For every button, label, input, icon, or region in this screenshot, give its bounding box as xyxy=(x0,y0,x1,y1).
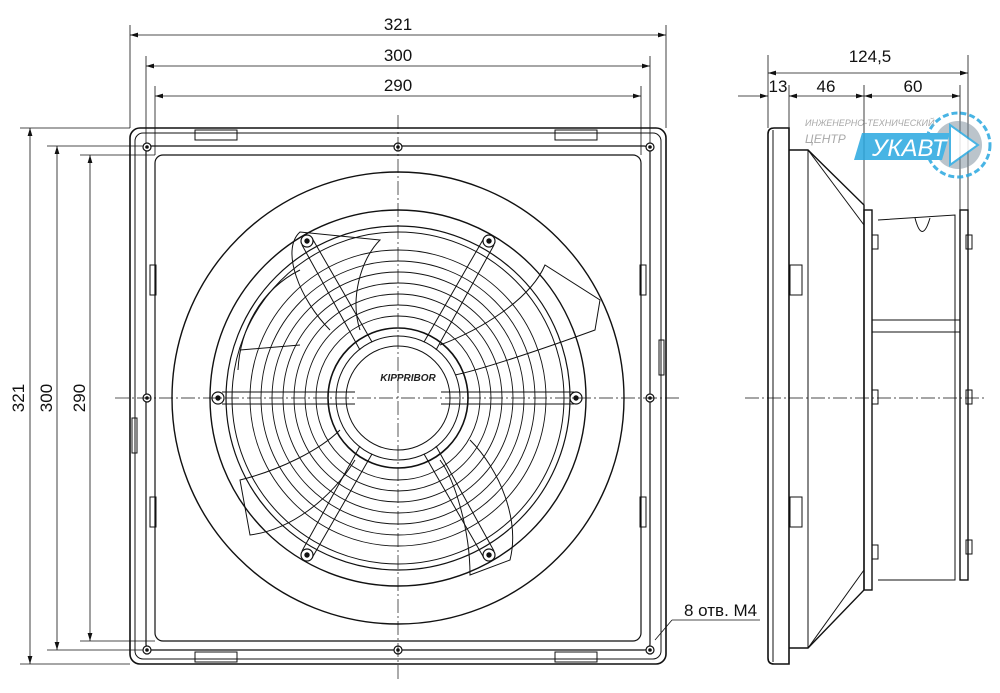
dim-height-mid: 300 xyxy=(37,384,56,412)
guard-screw xyxy=(482,234,496,248)
dim-flange: 13 xyxy=(769,77,788,96)
guard-screw xyxy=(569,391,583,405)
holes-note: 8 отв. M4 xyxy=(684,601,757,620)
fan-blades xyxy=(237,231,601,576)
dim-width-mid: 300 xyxy=(384,46,412,65)
dim-height-outer: 321 xyxy=(9,384,28,412)
mounting-hole xyxy=(142,142,152,152)
dim-height-inner: 290 xyxy=(70,384,89,412)
dim-total-depth: 124,5 xyxy=(849,47,892,66)
guard-screw xyxy=(300,234,314,248)
watermark-logo: УКАВТ ИНЖЕНЕРНО-ТЕХНИЧЕСКИЙ ЦЕНТР xyxy=(805,111,992,179)
dim-width-inner: 290 xyxy=(384,76,412,95)
mounting-hole xyxy=(142,645,152,655)
watermark-line2: ЦЕНТР xyxy=(805,132,846,146)
brand-label: KIPPRIBOR xyxy=(380,373,436,384)
guard-screw xyxy=(482,548,496,562)
dim-motor: 60 xyxy=(904,77,923,96)
side-view xyxy=(745,127,985,665)
guard-screws xyxy=(211,234,583,562)
guard-spokes xyxy=(222,237,574,559)
mounting-hole xyxy=(645,142,655,152)
dim-width-outer: 321 xyxy=(384,15,412,34)
guard-screw xyxy=(300,548,314,562)
mounting-hole xyxy=(645,645,655,655)
front-view: KIPPRIBOR 8 отв. M4 xyxy=(115,115,760,680)
watermark-brand: УКАВТ xyxy=(871,135,949,162)
dim-body: 46 xyxy=(817,77,836,96)
front-dimensions: 321 300 290 321 300 290 xyxy=(9,15,667,665)
watermark-line1: ИНЖЕНЕРНО-ТЕХНИЧЕСКИЙ xyxy=(805,117,935,128)
